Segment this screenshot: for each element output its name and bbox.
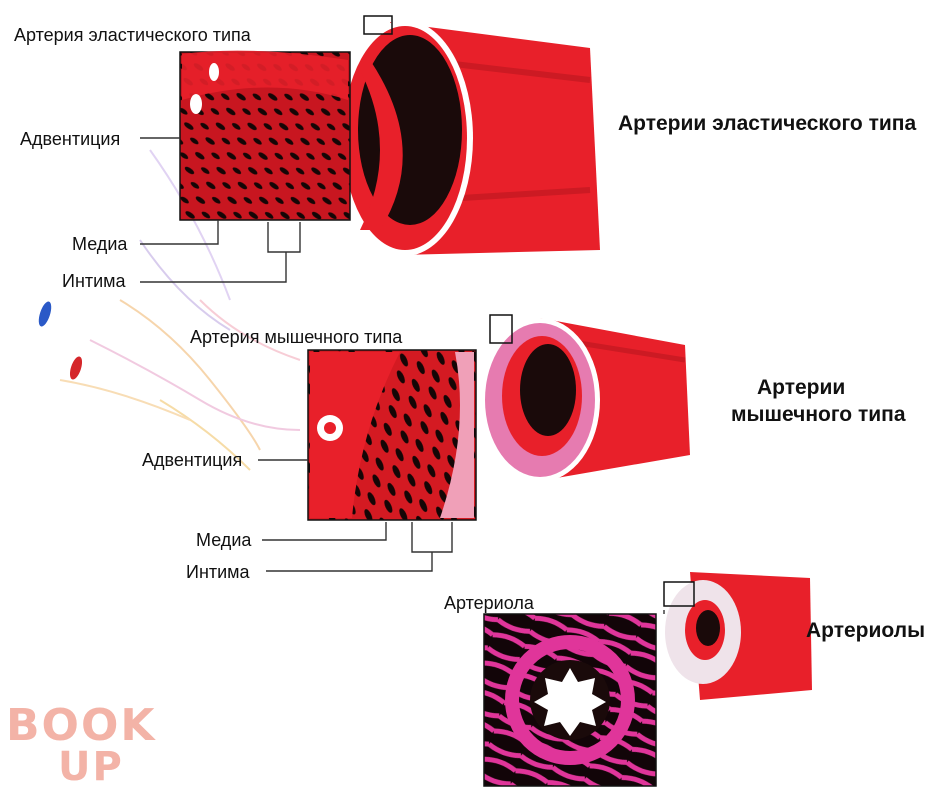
elastic-artery-side-label: Артерии эластического типа xyxy=(618,112,917,135)
vein-marks xyxy=(38,301,83,380)
background-vessels xyxy=(59,149,301,471)
muscular-artery-tube xyxy=(480,318,690,482)
muscular-intima-label: Интима xyxy=(186,562,250,582)
arteriole-side-label: Артериолы xyxy=(806,619,925,642)
muscular-media-label: Медиа xyxy=(196,530,252,550)
watermark-line2: UP xyxy=(58,744,124,790)
elastic-leader-lines xyxy=(140,137,301,283)
watermark-line1: BOOK xyxy=(6,700,157,751)
muscular-artery-side-label-line1: Артерии xyxy=(757,376,846,399)
arteriole-tube xyxy=(665,572,812,700)
arteriole-zoom-marker xyxy=(663,581,695,607)
bookup-watermark-logo: BOOK UP xyxy=(6,700,166,792)
arteriole-title: Артериола xyxy=(444,593,534,613)
arteriole-section-box xyxy=(483,613,657,787)
muscular-adventitia-label: Адвентиция xyxy=(142,450,243,470)
elastic-artery-zoom-marker xyxy=(363,15,393,35)
elastic-artery-tube xyxy=(337,20,600,256)
muscular-artery-zoom-marker xyxy=(489,314,513,344)
elastic-artery-section-box xyxy=(179,50,351,221)
muscular-leader-lines xyxy=(258,459,453,572)
muscular-artery-section-box xyxy=(307,349,477,521)
elastic-intima-label: Интима xyxy=(62,271,126,291)
muscular-artery-title: Артерия мышечного типа xyxy=(190,327,403,347)
elastic-adventitia-label: Адвентиция xyxy=(20,129,121,149)
muscular-artery-side-label-line2: мышечного типа xyxy=(731,403,906,426)
elastic-media-label: Медиа xyxy=(72,234,128,254)
elastic-artery-title: Артерия эластического типа xyxy=(14,25,251,45)
